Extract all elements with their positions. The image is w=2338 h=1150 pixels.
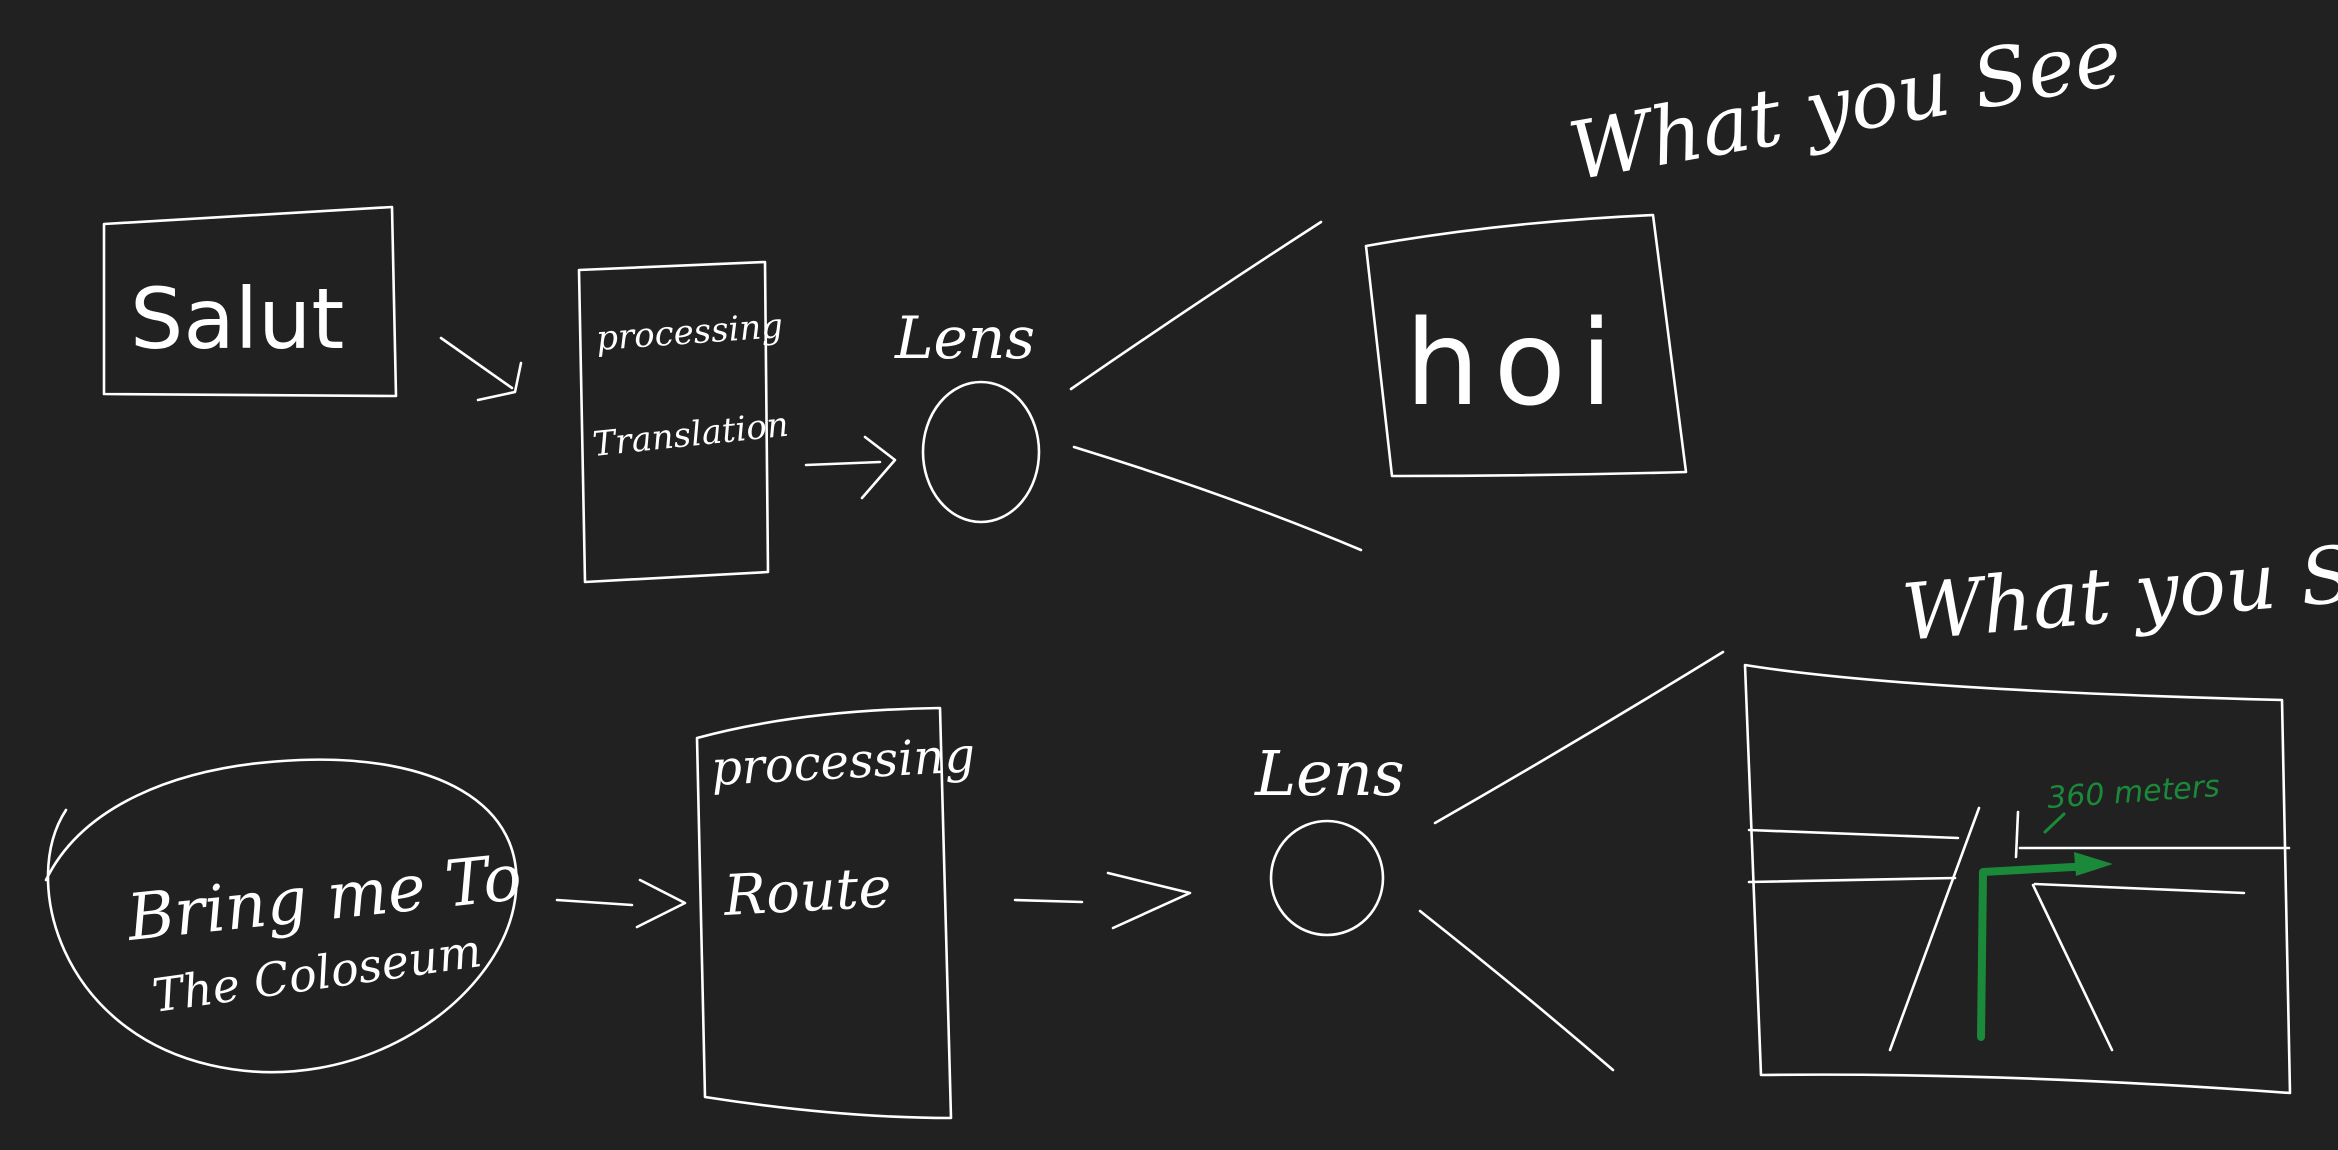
road-mid-left [1747,876,1957,884]
navigation-route-arrow [1977,862,2095,1041]
top-flow: Salut processing Translation Lens hoi Wh… [102,10,2129,584]
salut-box [102,205,398,398]
bottom-lens-circle [1269,819,1385,937]
bottom-cone-upper-line [1433,650,1725,825]
top-lens-circle [921,380,1041,524]
navigation-arrowhead [2074,852,2113,876]
arrow-salut-to-processing [439,336,523,402]
road-drawing [1747,806,2291,1052]
route-processing-box [695,706,953,1120]
bottom-lens-label: Lens [1254,737,1405,810]
distance-pointer [2043,812,2066,834]
top-view-caption: What you See [1562,10,2128,199]
road-right-edge [2031,883,2114,1052]
translation-processing-box [577,260,770,584]
translation-processing-label: processing [595,306,784,359]
arrow-translation-to-lens [804,435,897,500]
road-left-edge [1888,806,1981,1052]
road-top-left [1747,828,1960,840]
distance-label: 360 meters [2046,769,2221,816]
speech-input-ellipse [44,758,518,1074]
hoi-output-box [1364,213,1688,478]
top-cone-upper-line [1069,220,1323,391]
translation-processing-detail: Translation [591,405,791,465]
arrow-speech-to-processing [555,878,687,929]
route-processing-detail: Route [721,855,893,929]
arrow-route-to-lens [1013,871,1192,930]
route-processing-label: processing [710,727,977,797]
road-marker-tick [2014,810,2020,859]
bottom-view-caption: What you See [1899,522,2338,659]
bottom-flow: Bring me To The Coloseum processing Rout… [44,522,2338,1120]
top-lens-label: Lens [894,304,1035,372]
top-cone-lower-line [1072,445,1363,552]
road-mid-right [2033,882,2246,895]
hoi-output-text: hoi [1405,294,1627,432]
salut-text: Salut [130,270,344,368]
route-view-box [1743,663,2292,1095]
bottom-cone-lower-line [1418,909,1615,1072]
